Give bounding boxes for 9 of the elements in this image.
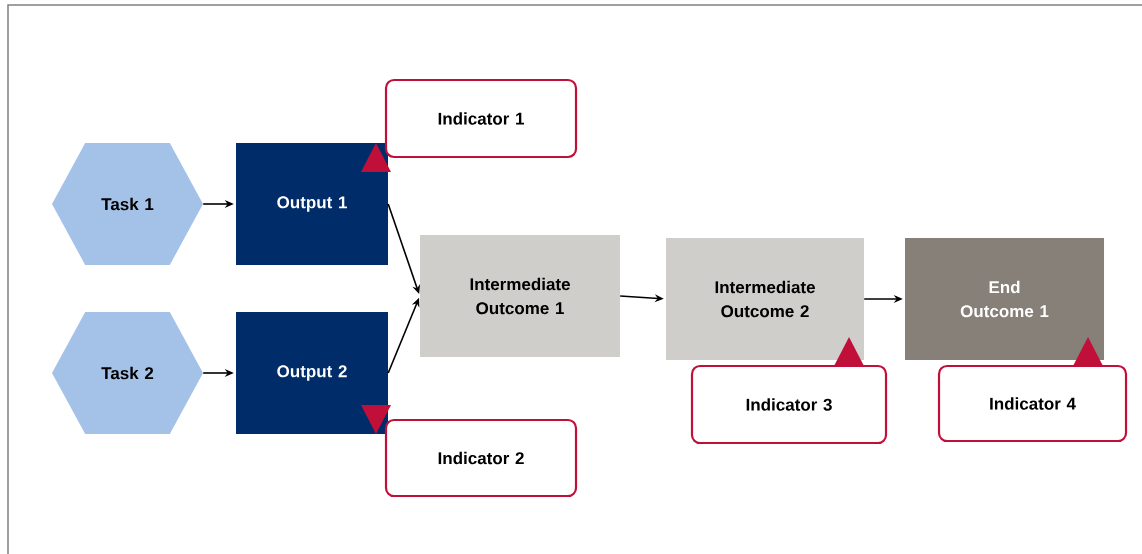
outcome-box: Intermediate Outcome 1 <box>420 235 620 357</box>
output-box: Output 1 <box>236 143 388 265</box>
end-outcome-box: End Outcome 1 <box>905 238 1104 360</box>
indicator-callout: Indicator 2 <box>361 405 578 498</box>
outcome-box: Intermediate Outcome 2 <box>666 238 864 360</box>
indicator-callout: Indicator 1 <box>361 78 578 172</box>
indicator-callout: Indicator 4 <box>937 337 1128 443</box>
output-box: Output 2 <box>236 312 388 434</box>
indicator-callout: Indicator 3 <box>690 337 888 445</box>
